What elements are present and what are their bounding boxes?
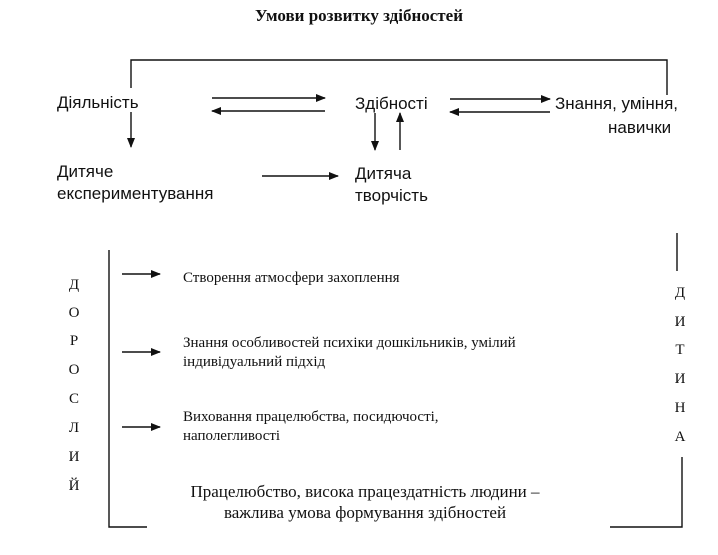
node-experiment-line2: експериментування xyxy=(57,184,214,203)
left-bracket xyxy=(108,250,147,528)
conclusion-line1: Працелюбство, висока працездатність люди… xyxy=(190,482,540,501)
left-label-char: Д xyxy=(68,277,80,293)
item-3-line1: Виховання працелюбства, посидючості, xyxy=(183,409,439,425)
right-label-char: Т xyxy=(675,342,685,358)
left-label-char: И xyxy=(68,449,80,465)
item-3-line2: наполегливості xyxy=(183,428,281,444)
node-creativity-line1: Дитяча xyxy=(355,164,412,183)
right-label-char: Д xyxy=(674,285,686,301)
conclusion-line2: важлива умова формування здібностей xyxy=(223,503,507,522)
left-label-char: О xyxy=(68,362,80,378)
node-activity: Діяльність xyxy=(57,93,139,112)
top-bracket xyxy=(130,59,668,95)
left-label-char: Й xyxy=(68,478,80,494)
node-knowledge-line1: Знання, уміння, xyxy=(555,94,679,113)
left-label-char: О xyxy=(68,305,80,321)
item-1-line1: Створення атмосфери захоплення xyxy=(183,270,400,286)
diagram-title: Умови розвитку здібностей xyxy=(254,6,464,25)
node-creativity-line2: творчість xyxy=(355,186,428,205)
right-label-char: А xyxy=(674,429,686,445)
right-bracket-bottom xyxy=(610,457,683,528)
node-knowledge-line2: навички xyxy=(608,118,672,137)
item-2-line2: індивідуальний підхід xyxy=(183,354,326,370)
left-label-char: Р xyxy=(69,333,79,349)
item-2-line1: Знання особливостей психіки дошкільників… xyxy=(183,335,516,351)
node-abilities: Здібності xyxy=(355,94,428,113)
left-label-char: Л xyxy=(68,420,80,436)
left-label-char: С xyxy=(68,391,79,407)
right-label-char: И xyxy=(674,314,686,330)
right-label-char: И xyxy=(674,371,686,387)
right-label-char: Н xyxy=(674,400,686,416)
node-experiment-line1: Дитяче xyxy=(57,162,114,181)
